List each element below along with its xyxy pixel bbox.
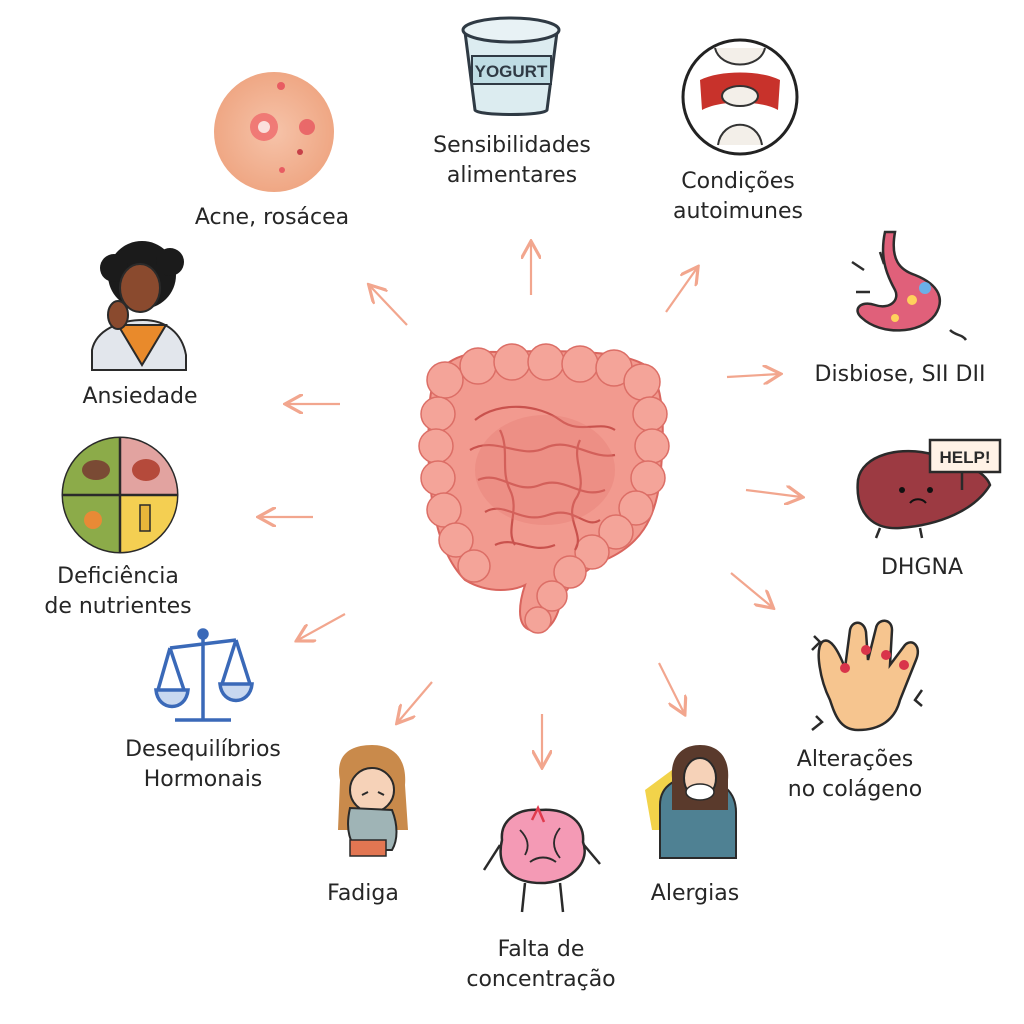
stomach-icon bbox=[851, 230, 968, 341]
label-nafld: DHGNA bbox=[881, 553, 963, 583]
label-nutrients: Deficiência de nutrientes bbox=[44, 562, 191, 622]
label-dysbiosis: Disbiose, SII DII bbox=[815, 360, 986, 390]
intestine-illustration bbox=[418, 343, 670, 634]
tired-girl-icon bbox=[338, 745, 408, 857]
anxious-woman-icon bbox=[91, 241, 187, 371]
label-fatigue-line-1: Fadiga bbox=[327, 881, 399, 906]
arrow-to-collagen bbox=[730, 572, 772, 607]
brain-icon bbox=[482, 805, 601, 913]
label-autoimmune: Condições autoimunes bbox=[673, 167, 803, 227]
label-autoimmune-line-1: Condições bbox=[681, 169, 795, 194]
balance-scale-icon bbox=[154, 628, 254, 722]
label-autoimmune-line-2: autoimunes bbox=[673, 199, 803, 224]
arrows bbox=[260, 243, 801, 766]
arrow-to-nafld bbox=[745, 490, 801, 497]
label-nutrients-line-1: Deficiência bbox=[57, 564, 179, 589]
help-sign-text: HELP! bbox=[940, 448, 991, 467]
label-concentration-line-1: Falta de bbox=[497, 937, 585, 962]
label-dysbiosis-line-1: Disbiose, SII DII bbox=[814, 362, 986, 387]
label-hormones-line-1: Desequilíbrios bbox=[125, 737, 281, 762]
label-acne-line-1: Acne, rosácea bbox=[194, 205, 350, 230]
label-collagen-line-2: no colágeno bbox=[787, 777, 923, 802]
label-nutrients-line-2: de nutrientes bbox=[44, 594, 192, 619]
label-allergies: Alergias bbox=[651, 879, 739, 909]
liver-help-icon: HELP! bbox=[856, 438, 1002, 539]
hand-joint-pain-icon bbox=[811, 619, 924, 732]
label-food-line-1: Sensibilidades bbox=[433, 133, 591, 158]
skin-acne-icon bbox=[214, 72, 334, 192]
label-food-line-2: alimentares bbox=[446, 163, 578, 188]
label-allergies-line-1: Alergias bbox=[650, 881, 740, 906]
label-collagen-line-1: Alterações bbox=[796, 747, 914, 772]
label-collagen: Alterações no colágeno bbox=[788, 745, 922, 805]
yogurt-label: YOGURT bbox=[475, 62, 548, 81]
label-food-sensitivities: Sensibilidades alimentares bbox=[433, 131, 591, 191]
label-anxiety-line-1: Ansiedade bbox=[82, 384, 198, 409]
joint-knee-icon bbox=[681, 38, 799, 156]
arrow-to-fatigue bbox=[398, 681, 433, 722]
arrow-to-acne bbox=[370, 286, 408, 326]
arrow-to-dysbiosis bbox=[726, 374, 779, 377]
label-concentration-line-2: concentração bbox=[466, 967, 616, 992]
sneezing-woman-icon bbox=[645, 745, 737, 859]
label-fatigue: Fadiga bbox=[327, 879, 399, 909]
label-nafld-line-1: DHGNA bbox=[880, 555, 964, 580]
label-concentration: Falta de concentração bbox=[466, 935, 615, 995]
food-plate-icon bbox=[61, 436, 179, 554]
arrow-to-allergies bbox=[658, 662, 684, 713]
label-acne: Acne, rosácea bbox=[195, 203, 349, 233]
label-hormones: Desequilíbrios Hormonais bbox=[125, 735, 281, 795]
arrow-to-hormones bbox=[298, 613, 346, 640]
arrow-to-autoimmune bbox=[665, 268, 697, 313]
label-hormones-line-2: Hormonais bbox=[143, 767, 263, 792]
label-anxiety: Ansiedade bbox=[82, 382, 197, 412]
yogurt-icon: YOGURT bbox=[461, 16, 561, 116]
